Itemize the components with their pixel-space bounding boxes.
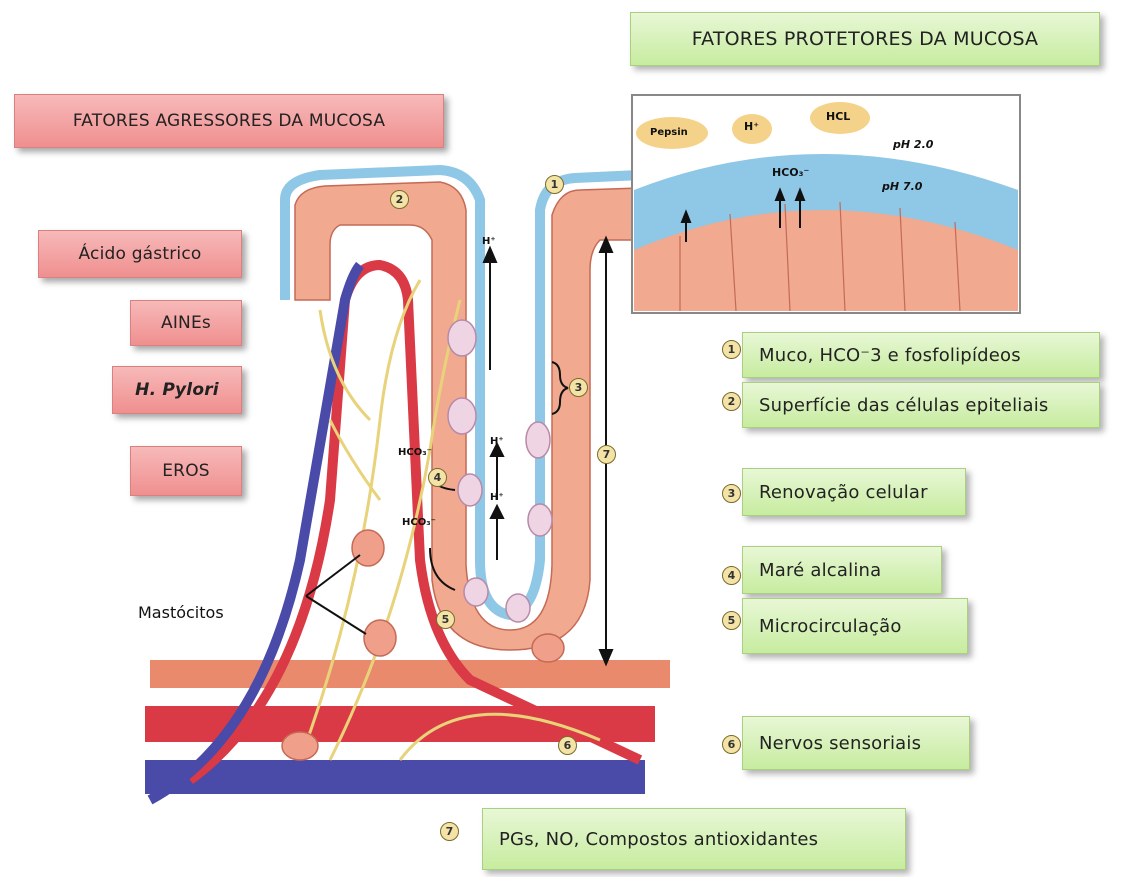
protector-number-3: 3 <box>722 484 741 503</box>
inset-hco3-label: HCO₃⁻ <box>772 166 809 179</box>
protector-nervos: Nervos sensoriais <box>742 716 970 770</box>
marker-3: 3 <box>569 378 588 397</box>
protector-pgs-no: PGs, NO, Compostos antioxidantes <box>482 808 906 870</box>
protector-muco: Muco, HCO⁻3 e fosfolipídeos <box>742 332 1100 378</box>
inset-ph-high: pH 7.0 <box>882 180 922 193</box>
inset-hcl-label: HCL <box>826 110 850 123</box>
marker-4: 4 <box>428 468 447 487</box>
inset-pepsin-label: Pepsin <box>650 127 688 138</box>
inset-ph-low: pH 2.0 <box>893 138 933 151</box>
aggressive-title: FATORES AGRESSORES DA MUCOSA <box>14 94 444 148</box>
marker-2: 2 <box>390 190 409 209</box>
protector-number-4: 4 <box>722 566 741 585</box>
hplus-label-top: H⁺ <box>482 236 496 247</box>
mastocitos-label: Mastócitos <box>138 603 224 622</box>
muscle-layer <box>150 660 670 688</box>
protector-renovacao: Renovação celular <box>742 468 966 516</box>
protector-number-1: 1 <box>722 340 741 359</box>
aggressor-eros: EROS <box>130 446 242 496</box>
inset-hplus-label: H⁺ <box>744 120 759 133</box>
marker-7: 7 <box>597 445 616 464</box>
aggressor-acido-gastrico: Ácido gástrico <box>38 230 242 278</box>
inset-panel <box>632 95 1020 313</box>
marker-1: 1 <box>545 175 564 194</box>
protector-number-6: 6 <box>722 735 741 754</box>
protector-number-2: 2 <box>722 392 741 411</box>
marker-5: 5 <box>436 610 455 629</box>
bottom-vessels <box>145 660 670 794</box>
aggressor-h-pylori: H. Pylori <box>112 366 242 414</box>
protective-title: FATORES PROTETORES DA MUCOSA <box>630 12 1100 66</box>
hco3-label-lower: HCO₃⁻ <box>402 517 436 528</box>
aggressor-aines: AINEs <box>130 300 242 346</box>
protector-microcirculacao: Microcirculação <box>742 598 968 654</box>
vein-band <box>145 760 645 794</box>
protector-number-7: 7 <box>440 822 459 841</box>
marker-6: 6 <box>558 736 577 755</box>
hplus-label-low: H⁺ <box>490 492 504 503</box>
protector-number-5: 5 <box>722 611 741 630</box>
hplus-label-mid: H⁺ <box>490 436 504 447</box>
protector-superficie: Superfície das células epiteliais <box>742 382 1100 428</box>
hco3-label-upper: HCO₃⁻ <box>398 447 432 458</box>
protector-mare-alcalina: Maré alcalina <box>742 546 942 594</box>
